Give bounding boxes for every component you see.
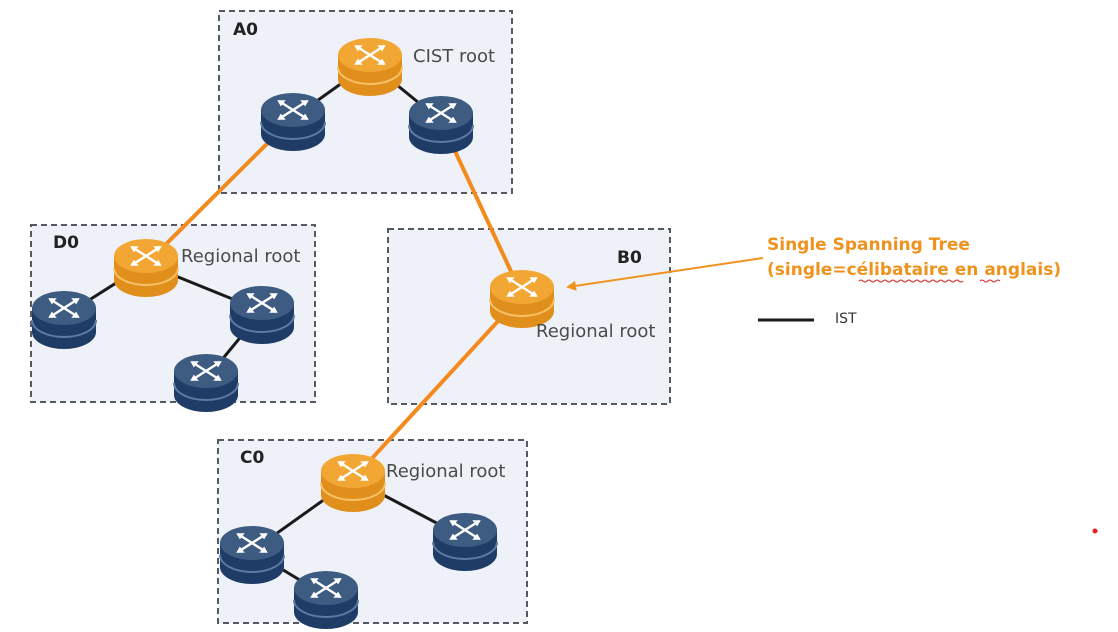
callout-line-1: Single Spanning Tree (767, 235, 970, 255)
switches (31, 38, 555, 629)
switch-icon-c-left (219, 526, 285, 584)
switch-icon-a-right (408, 96, 474, 154)
switch-icon-d-right (229, 286, 295, 344)
root-switch-icon-a-root (337, 38, 403, 96)
switch-icon-c-bottom (293, 571, 359, 629)
region-label-b0: B0 (617, 248, 642, 268)
legend-ist-label: IST (835, 311, 857, 327)
region-label-c0: C0 (240, 448, 264, 468)
switch-icon-d-left (31, 291, 97, 349)
switch-icon-a-left (260, 93, 326, 151)
red-dot-marker (1092, 528, 1098, 534)
callout-suffix: anglais) (978, 260, 1061, 280)
switch-icon-c-right (432, 513, 498, 571)
cst-link-b-root-c-root (351, 293, 524, 481)
root-label-cist: CIST root (413, 46, 495, 67)
root-label-d0: Regional root (181, 246, 300, 267)
callout-prefix: (single= (767, 260, 847, 280)
callout-word-en: en (955, 260, 979, 280)
callout-arrow (566, 257, 764, 291)
root-label-b0: Regional root (536, 321, 655, 342)
spellcheck-underline (858, 279, 1001, 283)
callout-word-celibataire: célibataire (847, 260, 949, 280)
region-label-d0: D0 (53, 233, 79, 253)
root-label-c0: Regional root (386, 461, 505, 482)
legend: IST (758, 311, 857, 327)
region-label-a0: A0 (233, 20, 258, 40)
root-switch-icon-c-root (320, 454, 386, 512)
root-switch-icon-b-root (489, 270, 555, 328)
region-boxes (30, 10, 671, 624)
callout-line-2: (single=célibataire en anglais) (767, 260, 1061, 280)
switch-icon-d-bottom (173, 354, 239, 412)
root-switch-icon-d-root (113, 239, 179, 297)
